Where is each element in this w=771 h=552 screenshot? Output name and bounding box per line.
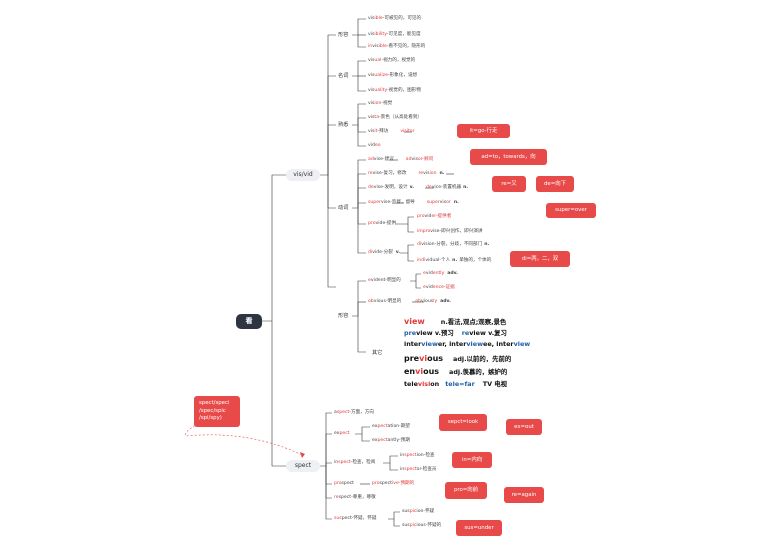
word-line: video bbox=[368, 143, 381, 148]
tag-di: di=两，二，双 bbox=[510, 251, 570, 267]
word-line: vision-视觉 bbox=[368, 101, 393, 106]
word-line: respect-尊重，尊敬 bbox=[334, 495, 376, 500]
root-node[interactable]: 看 bbox=[236, 314, 262, 329]
word-line: visible-可被见的，可见的 bbox=[368, 16, 422, 21]
tag-de: de=向下 bbox=[536, 176, 574, 192]
word-line: improvise-即兴创作，即兴演讲 bbox=[417, 229, 483, 234]
tag-re: re=又 bbox=[492, 176, 526, 192]
group-label: 形容 bbox=[338, 313, 349, 319]
tag-spect: sepct=look bbox=[439, 414, 487, 431]
word-line: visibility-可见度，能见度 bbox=[368, 32, 421, 37]
tag-ex: ex=out bbox=[506, 419, 542, 435]
word-line: invisible-看不见的，隐形的 bbox=[368, 44, 426, 49]
word-line: suspicious-怀疑的 bbox=[402, 523, 442, 528]
tag-ad: ad=to，towards，向 bbox=[470, 149, 547, 165]
word-line: vista-景色（从高处看到） bbox=[368, 115, 423, 120]
word-line: inspection-检查 bbox=[400, 453, 435, 458]
group-label: 名词 bbox=[338, 73, 349, 79]
word-line: expectation-期望 bbox=[372, 424, 411, 429]
word-line: visual-视力的，视觉的 bbox=[368, 58, 416, 63]
note-line: spect/speci bbox=[199, 400, 230, 406]
note-line: /spec/spic bbox=[199, 407, 226, 414]
note-spect-forms: spect/speci /spec/spic /spi/spy) bbox=[194, 396, 240, 427]
note-line: /spi/spy) bbox=[199, 415, 222, 421]
tag-it: it=go-行走 bbox=[457, 124, 510, 138]
tag-in: in=内向 bbox=[452, 452, 492, 468]
tag-super: super=over bbox=[546, 203, 596, 218]
word-line: provider-提供者 bbox=[417, 214, 452, 219]
tag-sus: sus=under bbox=[456, 520, 502, 536]
word-line: aspect-方面，方向 bbox=[334, 410, 374, 415]
word-line: evident-明显的 bbox=[368, 278, 401, 283]
word-line: evidence-证据 bbox=[423, 285, 455, 290]
word-line: expectantly-预期 bbox=[372, 438, 410, 443]
word-line: inspector-检查员 bbox=[400, 467, 437, 472]
word-line: provide-提供 bbox=[368, 221, 397, 226]
tag-pro: pro=向前 bbox=[445, 482, 487, 499]
other-line: interviewer, interviewee, interview bbox=[404, 340, 531, 348]
group-label: 熟悉 bbox=[338, 122, 349, 128]
branch-spect[interactable]: spect bbox=[286, 460, 320, 472]
word-line: inspect-检查，检阅 bbox=[334, 460, 376, 465]
word-line: visualize-形象化，设想 bbox=[368, 73, 418, 78]
tag-re-again: re=again bbox=[504, 487, 544, 503]
word-line: expect bbox=[334, 431, 350, 436]
group-label: 其它 bbox=[372, 350, 383, 356]
branch-vis-vid[interactable]: vis/vid bbox=[286, 169, 320, 181]
word-line: suspicion-怀疑 bbox=[402, 509, 435, 514]
word-line: visuality-视觉的，图形物 bbox=[368, 88, 421, 93]
group-label: 形容 bbox=[338, 32, 349, 38]
word-line: suspect-怀疑，怀疑 bbox=[334, 516, 377, 521]
group-label: 动词 bbox=[338, 205, 349, 211]
